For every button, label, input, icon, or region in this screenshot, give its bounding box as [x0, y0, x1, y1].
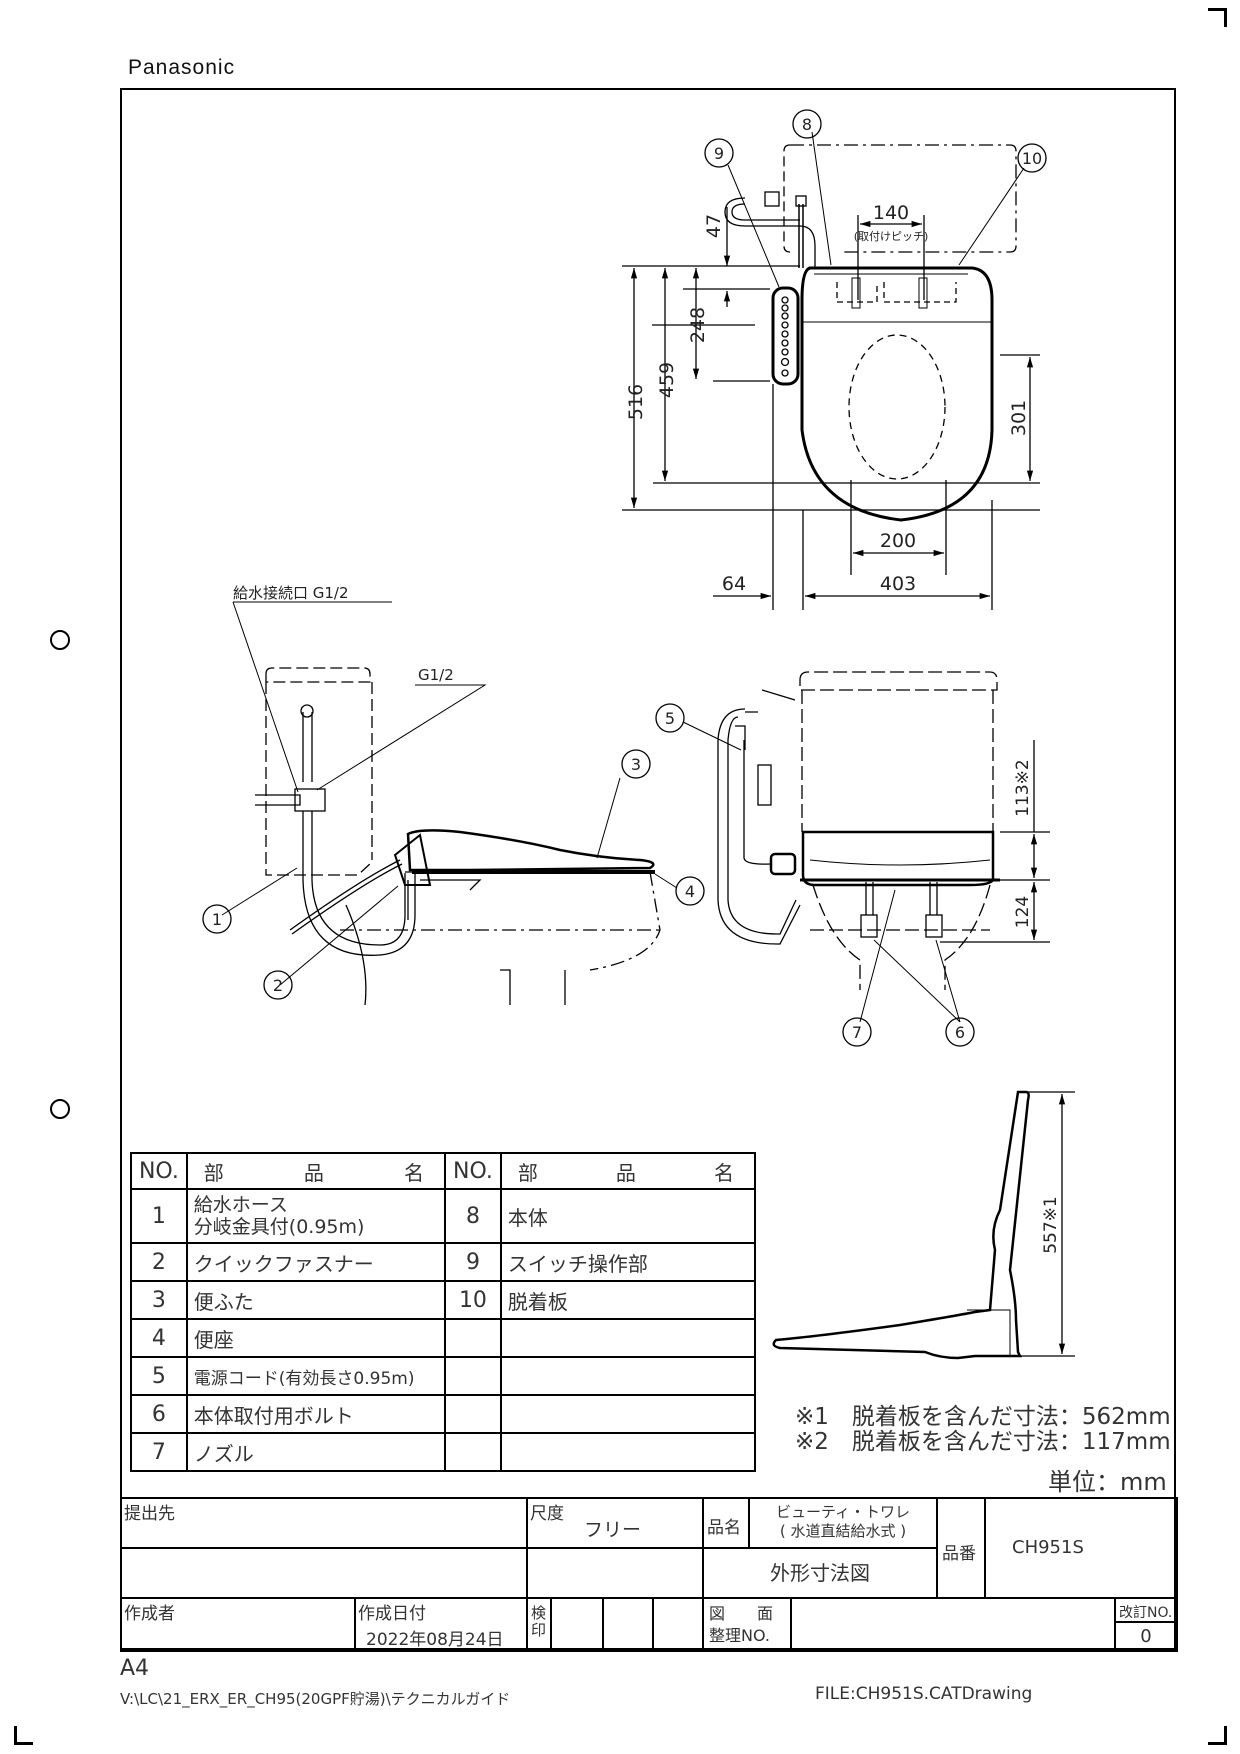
punch-hole-icon — [50, 1099, 70, 1119]
parts-table-header: NO. 部 品 名 NO. 部 品 名 — [130, 1152, 757, 1190]
dimension-notes: ※1 脱着板を含んだ寸法：562mm ※2 脱着板を含んだ寸法：117mm — [795, 1405, 1171, 1455]
crop-mark-bottom-left — [14, 1726, 33, 1745]
svg-text:2: 2 — [273, 976, 283, 995]
table-row: 5 電源コード(有効長さ0.95m) — [130, 1356, 757, 1396]
svg-text:4: 4 — [685, 882, 695, 901]
punch-hole-icon — [50, 630, 70, 650]
svg-text:47: 47 — [703, 214, 725, 238]
crop-mark-bottom-right — [1208, 1726, 1227, 1745]
paper-size: A4 — [120, 1656, 150, 1681]
header-name-right: 部 品 名 — [499, 1152, 757, 1190]
table-row: 4 便座 — [130, 1318, 757, 1358]
svg-text:140: 140 — [873, 202, 909, 224]
table-row: 2 クイックファスナー 9 スイッチ操作部 — [130, 1242, 757, 1282]
scale-value: フリー — [584, 1519, 642, 1541]
product-no-cell: CH951S — [984, 1497, 1178, 1599]
drawing-no-value-cell — [790, 1597, 1116, 1652]
inspection-label-cell: 検 印 — [526, 1597, 552, 1652]
svg-text:1: 1 — [212, 910, 222, 929]
parts-table: NO. 部 品 名 NO. 部 品 名 1 給水ホース 分岐金具付(0.95m)… — [130, 1152, 757, 1472]
svg-text:給水接続口 G1/2: 給水接続口 G1/2 — [233, 584, 349, 602]
product-no-label-cell: 品番 — [936, 1497, 986, 1599]
inspection-stamp-cell — [652, 1597, 704, 1652]
svg-text:124: 124 — [1013, 896, 1033, 928]
svg-text:3: 3 — [631, 755, 641, 774]
header-no-right: NO. — [444, 1152, 502, 1190]
svg-text:200: 200 — [880, 530, 916, 552]
svg-text:9: 9 — [714, 144, 724, 163]
crop-mark-top-right — [1208, 8, 1227, 27]
submit-to-cell: 提出先 — [120, 1497, 528, 1549]
svg-text:459: 459 — [656, 362, 678, 398]
note-1: ※1 脱着板を含んだ寸法：562mm — [795, 1404, 1171, 1430]
svg-text:248: 248 — [687, 307, 709, 343]
svg-text:10: 10 — [1022, 149, 1042, 168]
file-path: V:\LC\21_ERX_ER_CH95(20GPF貯湯)\テクニカルガイド — [120, 1690, 511, 1708]
svg-text:516: 516 — [625, 384, 647, 420]
drawing-title-cell: 外形寸法図 — [702, 1547, 938, 1599]
svg-text:403: 403 — [880, 573, 916, 595]
date-cell: 作成日付 2022年08月24日 — [354, 1597, 528, 1652]
date-value: 2022年08月24日 — [366, 1630, 504, 1650]
header-no-left: NO. — [130, 1152, 188, 1190]
product-name-cell: ビューティ・トワレ ( 水道直結給水式 ) — [748, 1497, 938, 1549]
table-row: 1 給水ホース 分岐金具付(0.95m) 8 本体 — [130, 1188, 757, 1244]
table-row: 3 便ふた 10 脱着板 — [130, 1280, 757, 1320]
author-cell: 作成者 — [120, 1597, 356, 1652]
svg-text:(取付けピッチ): (取付けピッチ) — [854, 230, 929, 243]
drawing-frame — [120, 88, 1176, 1650]
blank-cell — [526, 1547, 704, 1599]
inspection-stamp-cell — [550, 1597, 604, 1652]
scale-cell: 尺度 フリー — [526, 1497, 704, 1549]
svg-text:G1/2: G1/2 — [418, 666, 454, 684]
svg-text:7: 7 — [852, 1023, 862, 1042]
svg-text:5: 5 — [665, 709, 675, 728]
table-row: 7 ノズル — [130, 1432, 757, 1472]
inspection-stamp-cell — [602, 1597, 654, 1652]
svg-text:557※1: 557※1 — [1041, 1196, 1061, 1254]
header-name-left: 部 品 名 — [185, 1152, 447, 1190]
svg-text:6: 6 — [955, 1023, 965, 1042]
revision-value-cell: 0 — [1114, 1621, 1178, 1652]
file-name: FILE:CH951S.CATDrawing — [815, 1684, 1033, 1704]
svg-text:8: 8 — [802, 115, 812, 134]
product-name-label-cell: 品名 — [702, 1497, 750, 1549]
unit-label: 単位：mm — [1048, 1468, 1167, 1496]
note-2: ※2 脱着板を含んだ寸法：117mm — [795, 1429, 1171, 1455]
table-row: 6 本体取付用ボルト — [130, 1394, 757, 1434]
svg-text:113※2: 113※2 — [1013, 759, 1033, 817]
svg-text:301: 301 — [1008, 400, 1030, 436]
brand-logo-text: Panasonic — [128, 56, 236, 79]
submit-to-value-cell — [120, 1547, 528, 1599]
revision-label-cell: 改訂NO. — [1114, 1597, 1178, 1623]
svg-text:64: 64 — [722, 573, 746, 595]
drawing-no-label-cell: 図 面 整理NO. — [702, 1597, 792, 1652]
